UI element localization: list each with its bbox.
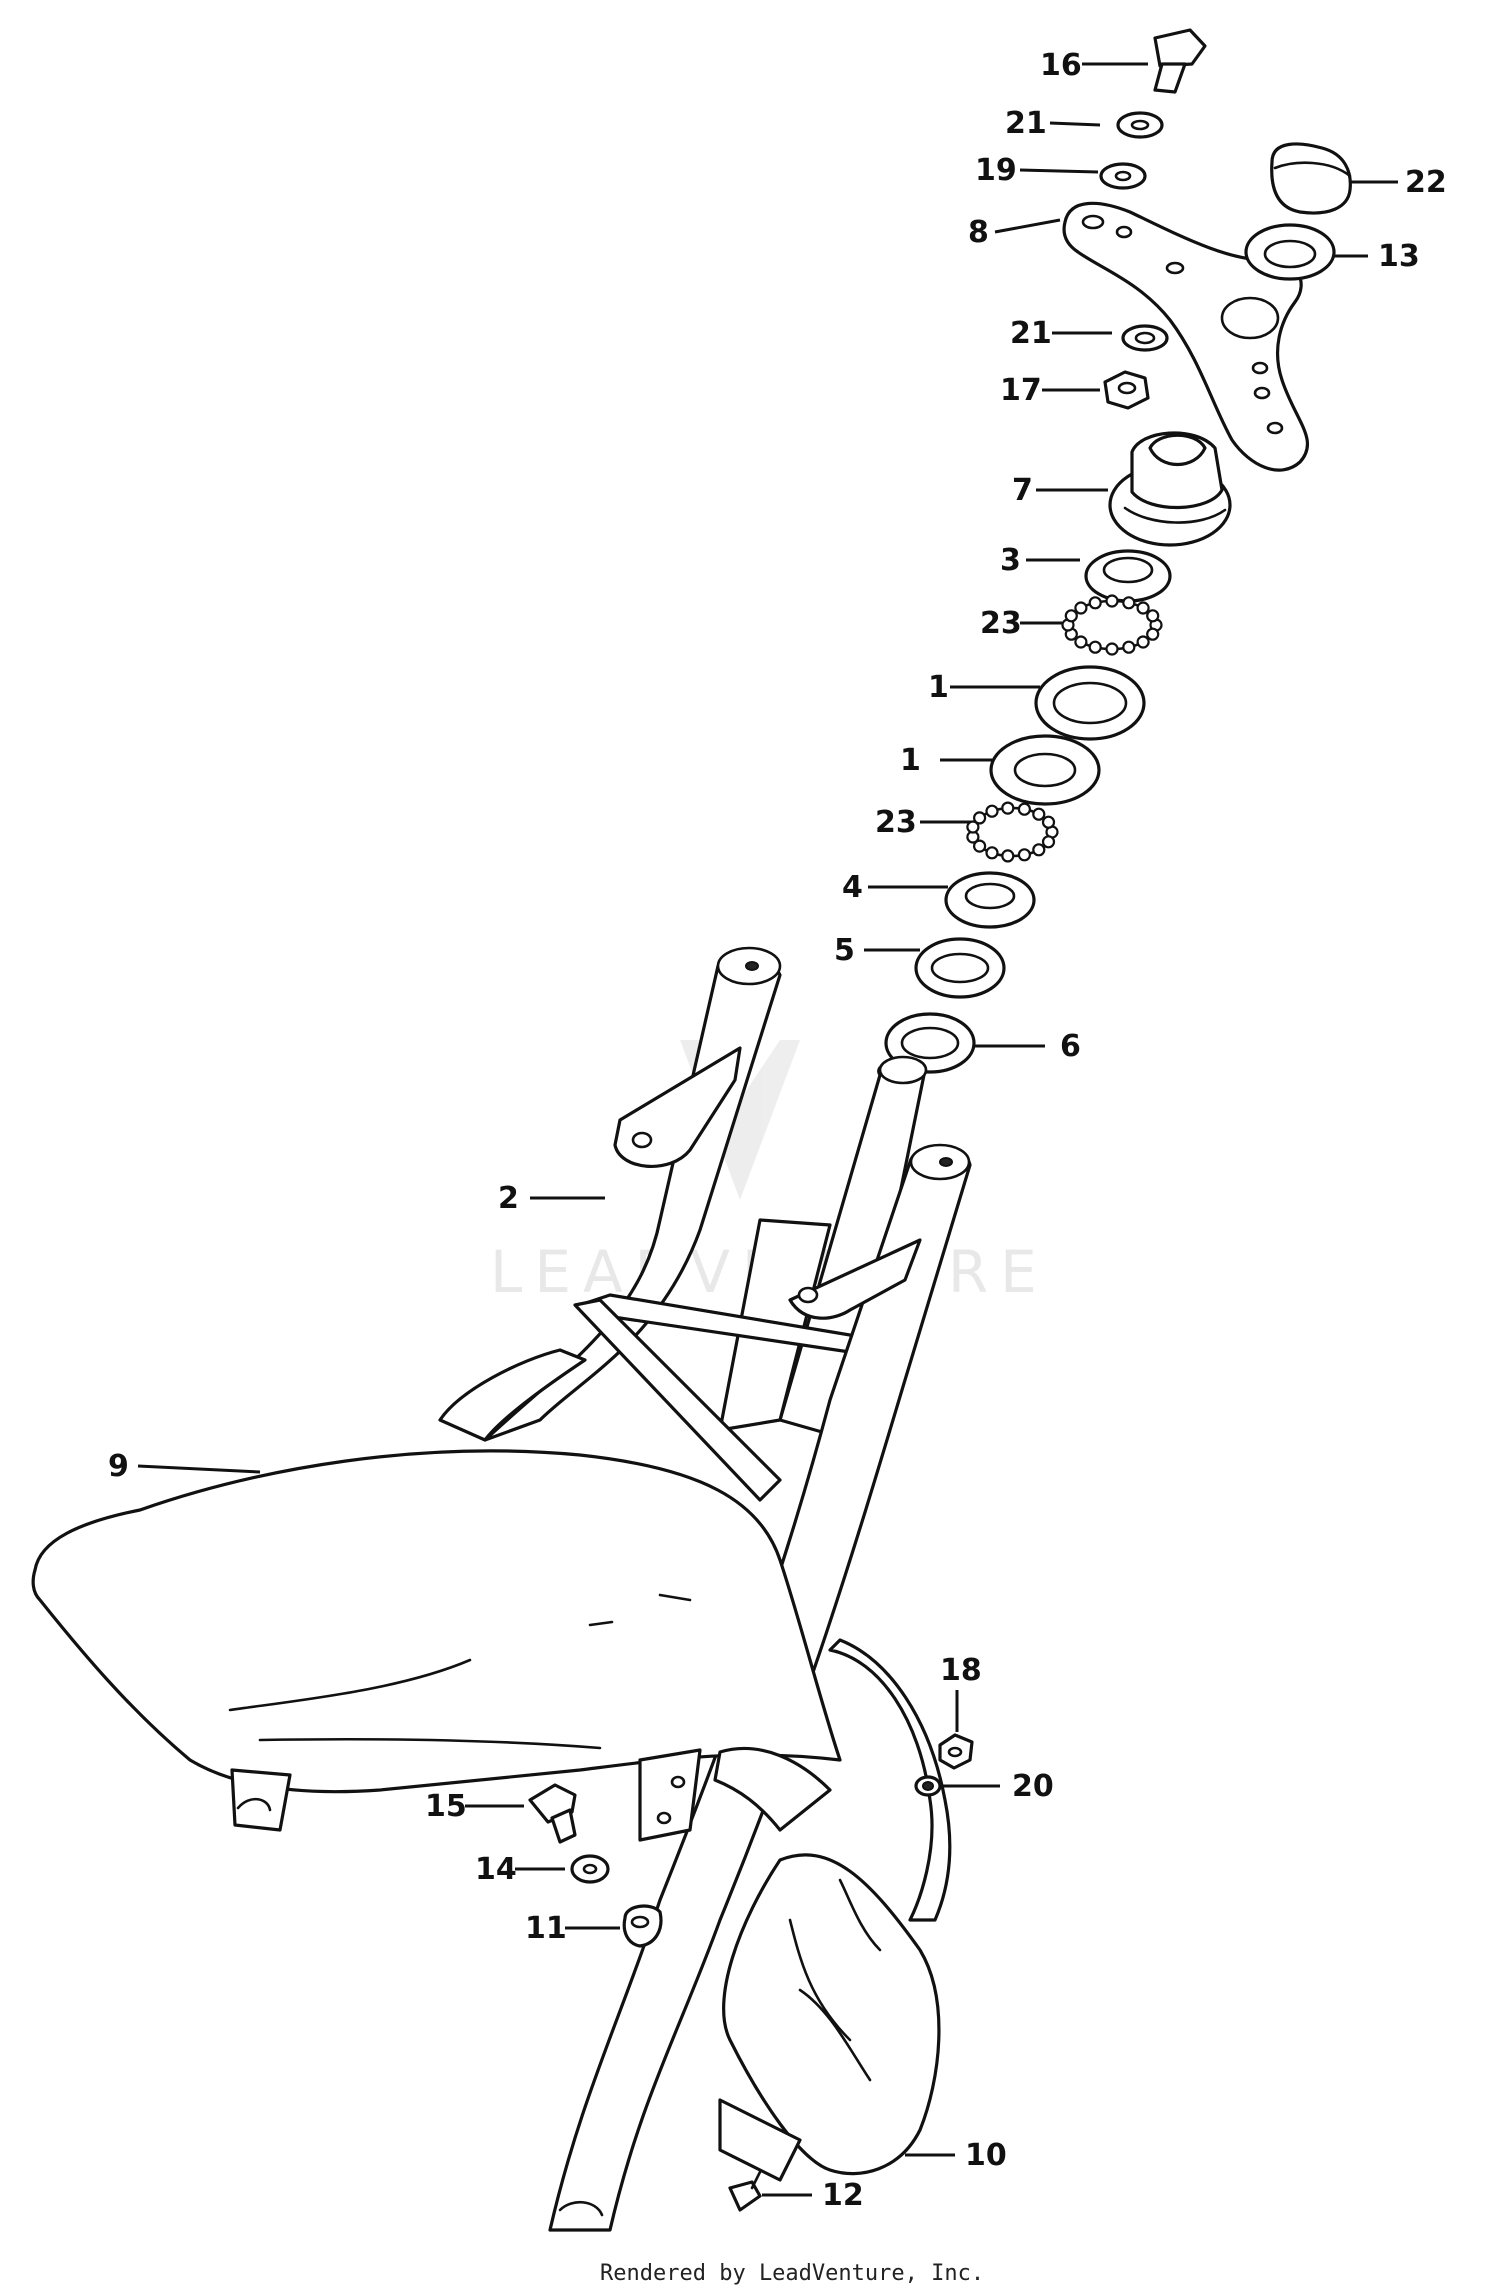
bearing-ball	[985, 804, 999, 818]
callout-22: 22	[1405, 165, 1447, 200]
bearing-ball	[1105, 642, 1119, 656]
bearing-ball	[1088, 596, 1102, 610]
bearing-ball	[1074, 601, 1088, 615]
callout-7: 7	[1012, 473, 1033, 508]
bearing-ball	[1088, 640, 1102, 654]
bearing-ball	[1122, 596, 1136, 610]
callout-17: 17	[1000, 373, 1042, 408]
washer-hole	[1114, 170, 1132, 182]
bearing-ball	[1136, 635, 1150, 649]
bearing-ball	[1001, 849, 1015, 863]
part-9-front-fender	[31, 1449, 842, 1842]
callout-13: 13	[1378, 239, 1420, 274]
part-5-washer	[914, 937, 1006, 999]
callout-4: 4	[842, 870, 863, 905]
callout-6: 6	[1060, 1029, 1081, 1064]
leader-lines	[137, 62, 1398, 2197]
callout-2: 2	[498, 1181, 519, 1216]
callout-21-lower: 21	[1010, 316, 1052, 351]
bearing-ball	[1017, 848, 1032, 862]
bearing-ball	[1001, 801, 1015, 815]
callout-23: 23	[980, 606, 1022, 641]
part-17-nut	[1103, 370, 1150, 410]
callout-23-lower: 23	[875, 805, 917, 840]
part-1-cup-upper	[1034, 665, 1146, 741]
callout-10: 10	[965, 2138, 1007, 2173]
part-12-screw	[728, 2170, 762, 2212]
part-23-balls-upper	[1061, 594, 1163, 656]
bearing-ball	[1105, 594, 1119, 608]
callout-14: 14	[475, 1852, 517, 1887]
part-7-nut	[1108, 431, 1232, 547]
footer-credit: Rendered by LeadVenture, Inc.	[600, 2261, 984, 2286]
callout-21: 21	[1005, 106, 1047, 141]
bearing-ball	[972, 839, 987, 853]
part-15-bolt	[528, 1783, 577, 1844]
bearing-ball	[1041, 835, 1056, 849]
part-11-nut	[622, 1904, 663, 1948]
callout-20: 20	[1012, 1769, 1054, 1804]
part-16-bolt	[1153, 28, 1207, 94]
part-3-cone	[1084, 549, 1172, 603]
callout-18: 18	[940, 1653, 982, 1688]
part-23-balls-lower	[966, 801, 1059, 863]
callout-16: 16	[1040, 48, 1082, 83]
callout-labels: 16 21 19 8 22 13 21 17 7 3 23 1 1 23 4 5…	[108, 48, 1447, 2213]
part-13-ring	[1244, 223, 1336, 281]
callout-19: 19	[975, 153, 1017, 188]
washer-hole	[1130, 119, 1150, 131]
bearing-ball	[1032, 807, 1046, 821]
bearing-ball	[966, 820, 980, 834]
callout-12: 12	[822, 2178, 864, 2213]
callout-9: 9	[108, 1449, 129, 1484]
part-18-nut	[938, 1733, 974, 1770]
bearing-ball	[972, 811, 987, 825]
bearing-ball	[1032, 843, 1046, 857]
part-22-cap	[1270, 142, 1352, 215]
washer-hole	[1134, 331, 1156, 345]
callout-15: 15	[425, 1789, 467, 1824]
part-4-cone	[944, 871, 1036, 929]
bearing-ball	[1074, 635, 1088, 649]
bearing-ball	[1122, 640, 1136, 654]
part-8-top-bridge	[1062, 201, 1310, 472]
bearing-ball	[1064, 609, 1078, 623]
part-10-rear-fender	[718, 1638, 952, 2182]
callout-1-lower: 1	[900, 743, 921, 778]
part-1-cup-lower	[989, 734, 1101, 806]
bearing-ball	[985, 846, 999, 860]
part-14-washer	[570, 1854, 610, 1884]
callout-11: 11	[525, 1911, 567, 1946]
bearing-ball	[1041, 815, 1056, 829]
part-20-washer	[914, 1775, 942, 1797]
callout-3: 3	[1000, 543, 1021, 578]
bearing-ball	[1136, 601, 1150, 615]
callout-1: 1	[928, 670, 949, 705]
bearing-ball	[1146, 609, 1160, 623]
callout-8: 8	[968, 215, 989, 250]
bearing-ball	[1146, 627, 1160, 641]
bearing-ball	[1017, 802, 1032, 816]
callout-5: 5	[834, 933, 855, 968]
